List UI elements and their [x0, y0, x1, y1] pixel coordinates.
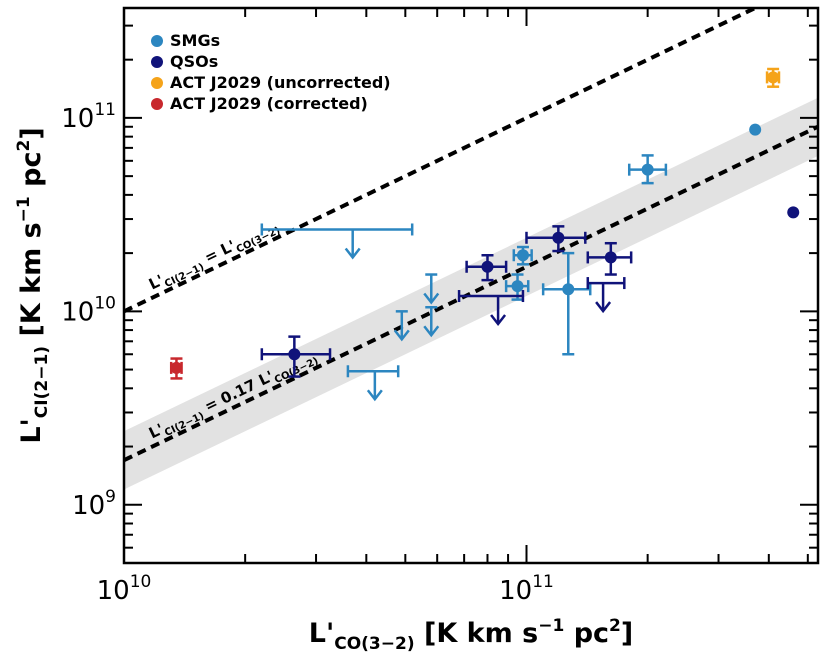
series-act-j2029-uncorrected- [765, 67, 781, 88]
reference-line-fit [124, 124, 818, 462]
y-tick-base: 10 [61, 297, 94, 327]
x-tick-label: 1010 [97, 572, 152, 606]
y-axis-label-exp: −1 [14, 196, 34, 222]
upper-limit-arrow-head [423, 292, 440, 305]
data-point [767, 71, 780, 84]
series-act-j2029-corrected- [169, 357, 183, 380]
x-axis-label-tail: pc [564, 618, 609, 649]
x-axis-label-main: L' [309, 618, 334, 649]
data-point [787, 206, 800, 219]
reference-line-equality [124, 8, 760, 314]
scatter-band-fit [124, 97, 818, 490]
x-axis-label-sub: CO(3−2) [334, 634, 414, 654]
legend-marker [151, 98, 163, 110]
x-axis-label-exp: −1 [538, 616, 564, 636]
data-point [749, 123, 762, 136]
y-tick-exponent: 9 [105, 487, 116, 507]
y-axis-label-sub: CI(2−1) [32, 346, 52, 418]
y-tick-base: 10 [61, 104, 94, 134]
legend-marker [151, 56, 163, 68]
plot-frame [122, 6, 820, 565]
upper-limit-arrow-head [490, 314, 507, 327]
x-tick-base: 10 [97, 576, 130, 606]
y-axis-label-end: ] [16, 127, 47, 139]
y-axis-label-main: L' [16, 418, 47, 443]
legend-label: SMGs [170, 31, 220, 50]
fit-scatter-band [124, 97, 818, 490]
x-tick-exponent: 10 [130, 572, 152, 592]
data-point [288, 348, 301, 361]
upper-limit-arrow-head [393, 329, 410, 342]
series-qsos [260, 206, 800, 378]
data-point [641, 163, 654, 176]
upper-limit-arrow-head [344, 247, 361, 260]
y-tick-exponent: 10 [94, 293, 116, 313]
x-axis-label-end: ] [621, 618, 633, 649]
x-axis-label-units: [K km s [415, 618, 539, 649]
legend-label: ACT J2029 (corrected) [170, 94, 368, 113]
y-tick-label: 1010 [61, 293, 116, 327]
reference-lines [124, 8, 818, 462]
upper-limit-arrow-head [423, 325, 440, 338]
y-axis-label-units: [K km s [16, 222, 47, 346]
y-axis-label: L'CI(2−1) [K km s−1 pc2] [14, 127, 52, 443]
legend-label: QSOs [170, 52, 218, 71]
x-tick-exponent: 11 [532, 572, 554, 592]
y-tick-label: 109 [72, 487, 116, 521]
data-point [516, 249, 529, 262]
legend-label: ACT J2029 (uncorrected) [170, 73, 391, 92]
data-point [552, 231, 565, 244]
x-axis-label-exp2: 2 [609, 616, 621, 636]
y-tick-label: 1011 [61, 100, 116, 134]
line-label-main: L' [146, 420, 167, 442]
legend-marker [151, 35, 163, 47]
data-point [481, 260, 494, 273]
upper-limit-arrow-head [366, 389, 383, 402]
y-tick-base: 10 [72, 491, 105, 521]
y-tick-exponent: 11 [94, 100, 116, 120]
x-tick-label: 1011 [499, 572, 554, 606]
data-point [604, 251, 617, 264]
data-point [170, 361, 183, 374]
legend-marker [151, 77, 163, 89]
data-points [169, 67, 800, 402]
y-axis-label-exp2: 2 [14, 140, 34, 152]
upper-limit-arrow-head [595, 301, 612, 314]
line-label-main: L' [146, 271, 167, 293]
data-point [511, 280, 524, 293]
y-axis-label-tail: pc [16, 152, 47, 197]
x-axis-label: L'CO(3−2) [K km s−1 pc2] [309, 616, 633, 654]
x-tick-base: 10 [499, 576, 532, 606]
data-point [562, 283, 575, 296]
